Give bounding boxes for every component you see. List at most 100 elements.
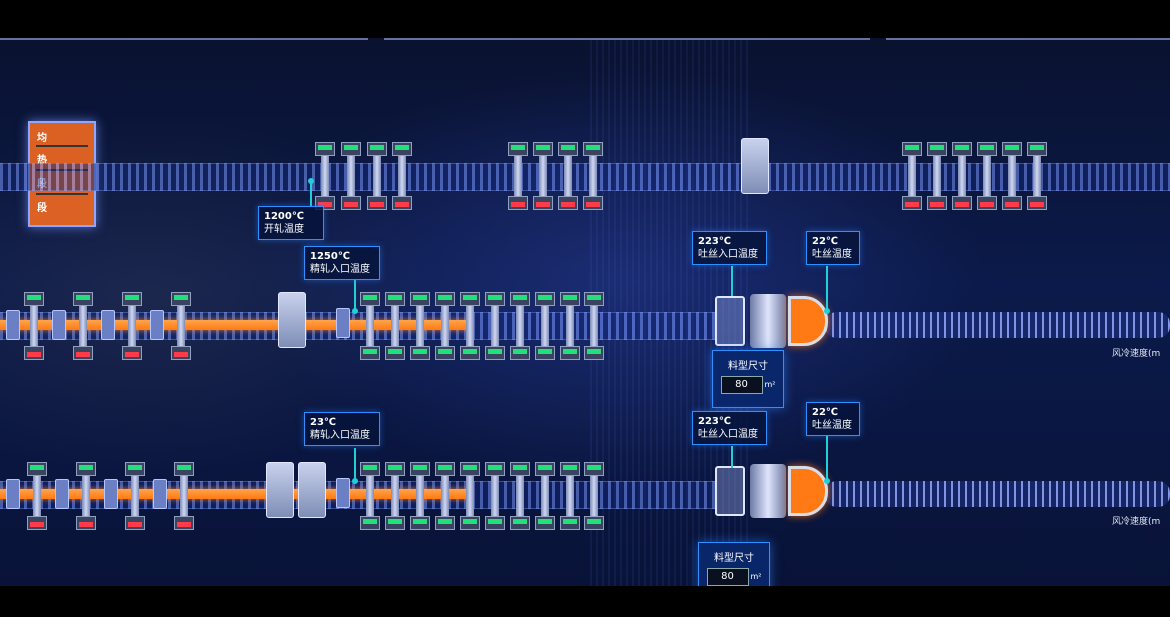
line2-laying-head-box[interactable] xyxy=(715,296,745,346)
line3-finishing-stand[interactable] xyxy=(560,462,580,530)
line3-laying-coils xyxy=(825,481,1170,507)
line3-laying-drum[interactable] xyxy=(750,464,786,518)
line1-stand[interactable] xyxy=(927,142,947,210)
line1-stand[interactable] xyxy=(977,142,997,210)
line1-stand[interactable] xyxy=(367,142,387,210)
line3-laying-entry-temp-value: 223℃ xyxy=(698,416,731,427)
line3-finishing-stand[interactable] xyxy=(510,462,530,530)
line2-guide xyxy=(6,310,20,340)
furnace-char: 热 xyxy=(37,155,47,166)
line2-bar-size-input[interactable]: 80 xyxy=(720,376,763,394)
line1-stand[interactable] xyxy=(341,142,361,210)
line3-finishing-stand[interactable] xyxy=(360,462,380,530)
line2-finishing-stand[interactable] xyxy=(435,292,455,360)
line3-bar-size-unit: m² xyxy=(750,572,762,581)
line3-crop-shear[interactable] xyxy=(298,462,326,518)
line3-finishing-stand[interactable] xyxy=(410,462,430,530)
line1-stand[interactable] xyxy=(533,142,553,210)
line3-laying-entry-leader xyxy=(731,446,733,468)
line1-stand[interactable] xyxy=(508,142,528,210)
line2-laying-coils xyxy=(825,312,1170,338)
line2-laying-temp-tag[interactable]: 22℃ 吐丝温度 xyxy=(806,231,860,265)
line2-finishing-stand[interactable] xyxy=(584,292,604,360)
line1-stand[interactable] xyxy=(952,142,972,210)
line3-finish-entry-temp-tag[interactable]: 23℃ 精轧入口温度 xyxy=(304,412,380,446)
line3-guide xyxy=(55,479,69,509)
line1-stand[interactable] xyxy=(1002,142,1022,210)
line3-laying-temp-label: 吐丝温度 xyxy=(812,420,852,431)
line3-finish-entry-temp-value: 23℃ xyxy=(310,417,337,428)
line3-laying-head[interactable] xyxy=(788,466,828,516)
line2-laying-temp-label: 吐丝温度 xyxy=(812,249,852,260)
line2-stand[interactable] xyxy=(24,292,44,360)
line2-laying-entry-temp-tag[interactable]: 223℃ 吐丝入口温度 xyxy=(692,231,767,265)
line2-finishing-stand[interactable] xyxy=(360,292,380,360)
line1-stand[interactable] xyxy=(315,142,335,210)
line3-finishing-stand[interactable] xyxy=(460,462,480,530)
line3-finishing-stand[interactable] xyxy=(535,462,555,530)
line2-finishing-stand[interactable] xyxy=(560,292,580,360)
line3-entry-sensor-dot xyxy=(352,478,358,484)
line2-finishing-stand[interactable] xyxy=(485,292,505,360)
rolling-start-temp-value: 1200℃ xyxy=(264,211,304,222)
line2-guide xyxy=(336,308,350,338)
line3-bar-size-input[interactable]: 80 xyxy=(706,568,749,586)
furnace-char: 段 xyxy=(37,203,47,214)
line3-stand[interactable] xyxy=(125,462,145,530)
furnace-char: 均 xyxy=(37,133,47,144)
top-frame xyxy=(0,38,1170,48)
line2-laying-temp-leader xyxy=(826,266,828,310)
line3-finish-entry-temp-label: 精轧入口温度 xyxy=(310,430,370,441)
line3-laying-temp-dot xyxy=(824,478,830,484)
line3-fan-speed-label: 风冷速度(m xyxy=(1112,517,1161,527)
line2-crop-shear[interactable] xyxy=(278,292,306,348)
line2-finishing-stand[interactable] xyxy=(410,292,430,360)
rolling-start-temp-tag[interactable]: 1200℃ 开轧温度 xyxy=(258,206,324,240)
line1-stand[interactable] xyxy=(583,142,603,210)
line2-finish-entry-temp-tag[interactable]: 1250℃ 精轧入口温度 xyxy=(304,246,380,280)
line3-guide xyxy=(6,479,20,509)
line3-crop-shear[interactable] xyxy=(266,462,294,518)
line3-bar-size-title: 料型尺寸 xyxy=(714,553,754,564)
line2-hot-bar xyxy=(0,320,470,330)
line2-bar-size-unit: m² xyxy=(764,380,776,389)
line3-stand[interactable] xyxy=(27,462,47,530)
line3-laying-entry-temp-tag[interactable]: 223℃ 吐丝入口温度 xyxy=(692,411,767,445)
line1-roller-table xyxy=(0,163,1170,191)
line2-fan-speed-label: 风冷速度(m xyxy=(1112,349,1161,359)
line3-finishing-stand[interactable] xyxy=(435,462,455,530)
line2-finishing-stand[interactable] xyxy=(460,292,480,360)
line2-guide xyxy=(150,310,164,340)
line3-stand[interactable] xyxy=(76,462,96,530)
line3-finishing-stand[interactable] xyxy=(485,462,505,530)
line3-stand[interactable] xyxy=(174,462,194,530)
line2-laying-drum[interactable] xyxy=(750,294,786,348)
line1-stand[interactable] xyxy=(558,142,578,210)
line2-finish-entry-temp-label: 精轧入口温度 xyxy=(310,264,370,275)
line1-stand[interactable] xyxy=(1027,142,1047,210)
line1-stand[interactable] xyxy=(392,142,412,210)
line3-guide xyxy=(336,478,350,508)
line2-laying-temp-dot xyxy=(824,308,830,314)
line3-laying-entry-temp-label: 吐丝入口温度 xyxy=(698,429,758,440)
line2-laying-head[interactable] xyxy=(788,296,828,346)
line2-finishing-stand[interactable] xyxy=(510,292,530,360)
line2-finishing-stand[interactable] xyxy=(535,292,555,360)
line2-guide xyxy=(101,310,115,340)
line1-stand[interactable] xyxy=(902,142,922,210)
line3-guide xyxy=(104,479,118,509)
line2-finishing-stand[interactable] xyxy=(385,292,405,360)
line3-laying-head-box[interactable] xyxy=(715,466,745,516)
line3-finishing-stand[interactable] xyxy=(584,462,604,530)
line3-laying-temp-tag[interactable]: 22℃ 吐丝温度 xyxy=(806,402,860,436)
line2-stand[interactable] xyxy=(73,292,93,360)
line3-hot-bar xyxy=(0,489,470,499)
line3-finishing-stand[interactable] xyxy=(385,462,405,530)
line1-shear[interactable] xyxy=(741,138,769,194)
line3-guide xyxy=(153,479,167,509)
line2-stand[interactable] xyxy=(171,292,191,360)
line2-stand[interactable] xyxy=(122,292,142,360)
line3-laying-temp-value: 22℃ xyxy=(812,407,839,418)
